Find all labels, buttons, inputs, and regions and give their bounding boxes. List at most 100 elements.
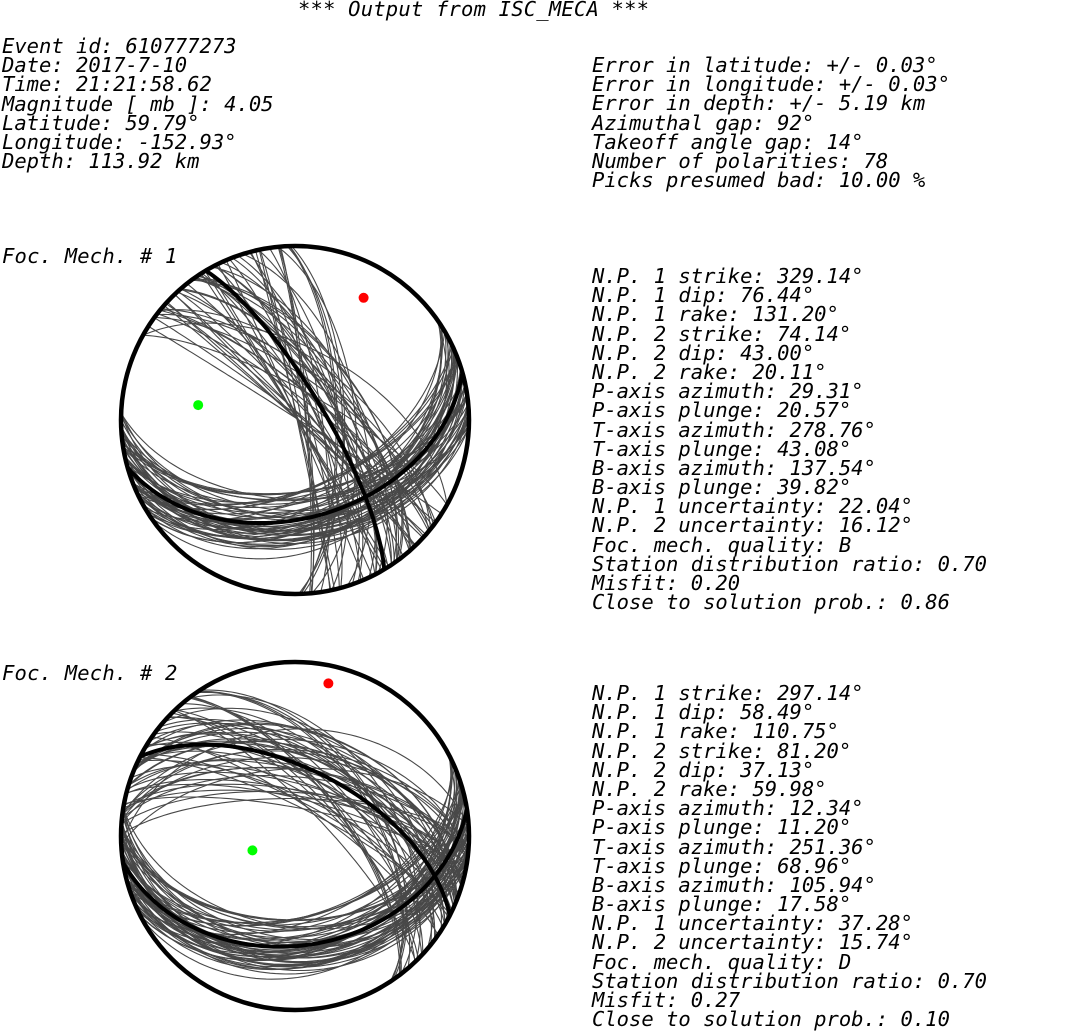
uncertainty-plane (182, 703, 411, 969)
uncertainty-plane (121, 825, 469, 929)
uncertainty-plane (122, 394, 468, 531)
mechanism-1-label: Foc. Mech. # 1 (2, 244, 178, 268)
mechanism-param: N.P. 1 uncertainty: 22.04° (592, 494, 913, 519)
uncertainty-plane (127, 771, 463, 884)
error-line: Error in depth: +/- 5.19 km (592, 91, 926, 116)
uncertainty-plane (132, 723, 458, 900)
mechanism-param: P-axis azimuth: 29.31° (592, 379, 864, 404)
mechanism-param: T-axis plunge: 68.96° (592, 853, 852, 878)
error-line: Picks presumed bad: 10.00 % (592, 168, 926, 193)
mechanism-param: N.P. 2 uncertainty: 16.12° (592, 513, 913, 538)
event-line: Longitude: -152.93° (2, 129, 237, 154)
uncertainty-plane (168, 716, 423, 956)
uncertainty-plane (242, 253, 372, 587)
uncertainty-plane (190, 696, 401, 976)
mechanism-param: Misfit: 0.27 (592, 988, 741, 1012)
mechanism-param: Foc. mech. quality: D (592, 949, 852, 974)
uncertainty-plane (128, 783, 462, 927)
uncertainty-plane (166, 301, 424, 539)
event-line: Time: 21:21:58.62 (2, 72, 212, 97)
uncertainty-plane (136, 347, 454, 510)
error-line: Error in latitude: +/- 0.03° (592, 53, 938, 77)
mechanism-2-label: Foc. Mech. # 2 (2, 661, 178, 685)
mechanism-2-beachball (118, 659, 472, 1013)
p-axis-marker (323, 678, 334, 689)
uncertainty-plane (126, 793, 465, 924)
mechanism-param: B-axis azimuth: 105.94° (592, 872, 876, 897)
uncertainty-planes (121, 689, 469, 982)
p-axis-marker (358, 292, 369, 303)
mechanism-param: Foc. mech. quality: B (592, 532, 852, 557)
mechanism-param: N.P. 1 rake: 131.20° (592, 302, 839, 327)
uncertainty-plane (126, 779, 465, 879)
uncertainty-plane (289, 246, 339, 594)
t-axis-marker (247, 845, 258, 856)
t-axis-marker (193, 400, 204, 411)
mechanism-param: N.P. 1 dip: 58.49° (592, 700, 815, 725)
page-title: *** Output from ISC_MECA *** (298, 0, 650, 21)
mechanism-param: N.P. 2 dip: 37.13° (592, 757, 815, 782)
mechanism-param: T-axis plunge: 43.08° (592, 436, 852, 461)
uncertainty-plane (121, 826, 469, 942)
mechanism-param: T-axis azimuth: 278.76° (592, 417, 876, 442)
mechanism-param: B-axis plunge: 17.58° (592, 892, 852, 917)
uncertainty-plane (135, 727, 455, 906)
uncertainty-plane (248, 251, 343, 588)
error-line: Error in longitude: +/- 0.03° (592, 72, 950, 97)
uncertainty-plane (154, 316, 437, 523)
uncertainty-plane (121, 774, 469, 854)
uncertainty-plane (132, 356, 458, 505)
nodal-plane-2 (121, 808, 469, 949)
event-line: Depth: 113.92 km (2, 149, 200, 174)
mechanism-param: Close to solution prob.: 0.86 (592, 590, 950, 615)
mechanism-param: B-axis azimuth: 137.54° (592, 455, 876, 480)
mechanism-2-params: N.P. 1 strike: 297.14°N.P. 1 dip: 58.49°… (592, 681, 987, 1031)
uncertainty-plane (122, 397, 469, 495)
uncertainty-plane (121, 748, 469, 853)
mechanism-param: Station distribution ratio: 0.70 (592, 968, 987, 993)
mechanism-param: N.P. 1 uncertainty: 37.28° (592, 911, 913, 936)
uncertainty-plane (160, 308, 430, 532)
mechanism-param: Close to solution prob.: 0.10 (592, 1007, 950, 1031)
uncertainty-plane (121, 412, 469, 535)
mechanism-param: N.P. 2 rake: 59.98° (592, 776, 827, 801)
mechanism-param: N.P. 1 strike: 329.14° (592, 264, 864, 288)
stereonet-outline (118, 659, 472, 1013)
uncertainty-plane (126, 375, 464, 504)
uncertainty-plane (153, 317, 437, 523)
event-line: Magnitude [ mb ]: 4.05 (2, 91, 274, 116)
mechanism-param: N.P. 2 rake: 20.11° (592, 359, 827, 384)
uncertainty-plane (250, 251, 340, 589)
mechanism-param: N.P. 1 rake: 110.75° (592, 719, 839, 744)
nodal-plane-1 (139, 742, 452, 916)
nodal-plane-1 (204, 268, 387, 570)
uncertainty-plane (156, 313, 434, 526)
uncertainty-plane (121, 831, 469, 957)
event-line: Date: 2017-7-10 (2, 53, 188, 78)
uncertainty-plane (136, 745, 455, 908)
mechanism-param: P-axis plunge: 20.57° (592, 398, 852, 423)
error-line: Azimuthal gap: 92° (592, 110, 815, 135)
uncertainty-plane (121, 756, 469, 849)
mechanism-param: P-axis plunge: 11.20° (592, 815, 852, 840)
uncertainty-plane (277, 246, 315, 594)
uncertainty-plane (141, 753, 450, 918)
mechanism-param: T-axis azimuth: 251.36° (592, 834, 876, 859)
mechanism-param: N.P. 2 uncertainty: 15.74° (592, 930, 913, 955)
uncertainty-plane (121, 790, 469, 849)
nodal-plane-2 (126, 372, 465, 525)
uncertainty-plane (191, 279, 404, 560)
error-line: Takeoff angle gap: 14° (592, 129, 864, 154)
mechanism-param: N.P. 1 strike: 297.14° (592, 681, 864, 705)
location-errors: Error in latitude: +/- 0.03°Error in lon… (592, 53, 950, 193)
event-line: Latitude: 59.79° (2, 110, 200, 135)
mechanism-param: N.P. 2 strike: 74.14° (592, 321, 852, 346)
uncertainty-plane (268, 247, 330, 593)
event-line: Event id: 610777273 (2, 34, 237, 58)
mechanism-1-beachball (118, 243, 472, 597)
uncertainty-plane (277, 246, 358, 594)
mechanism-param: N.P. 2 dip: 43.00° (592, 340, 815, 365)
uncertainty-plane (123, 796, 467, 869)
uncertainty-plane (121, 405, 469, 542)
mechanism-param: Station distribution ratio: 0.70 (592, 551, 987, 576)
